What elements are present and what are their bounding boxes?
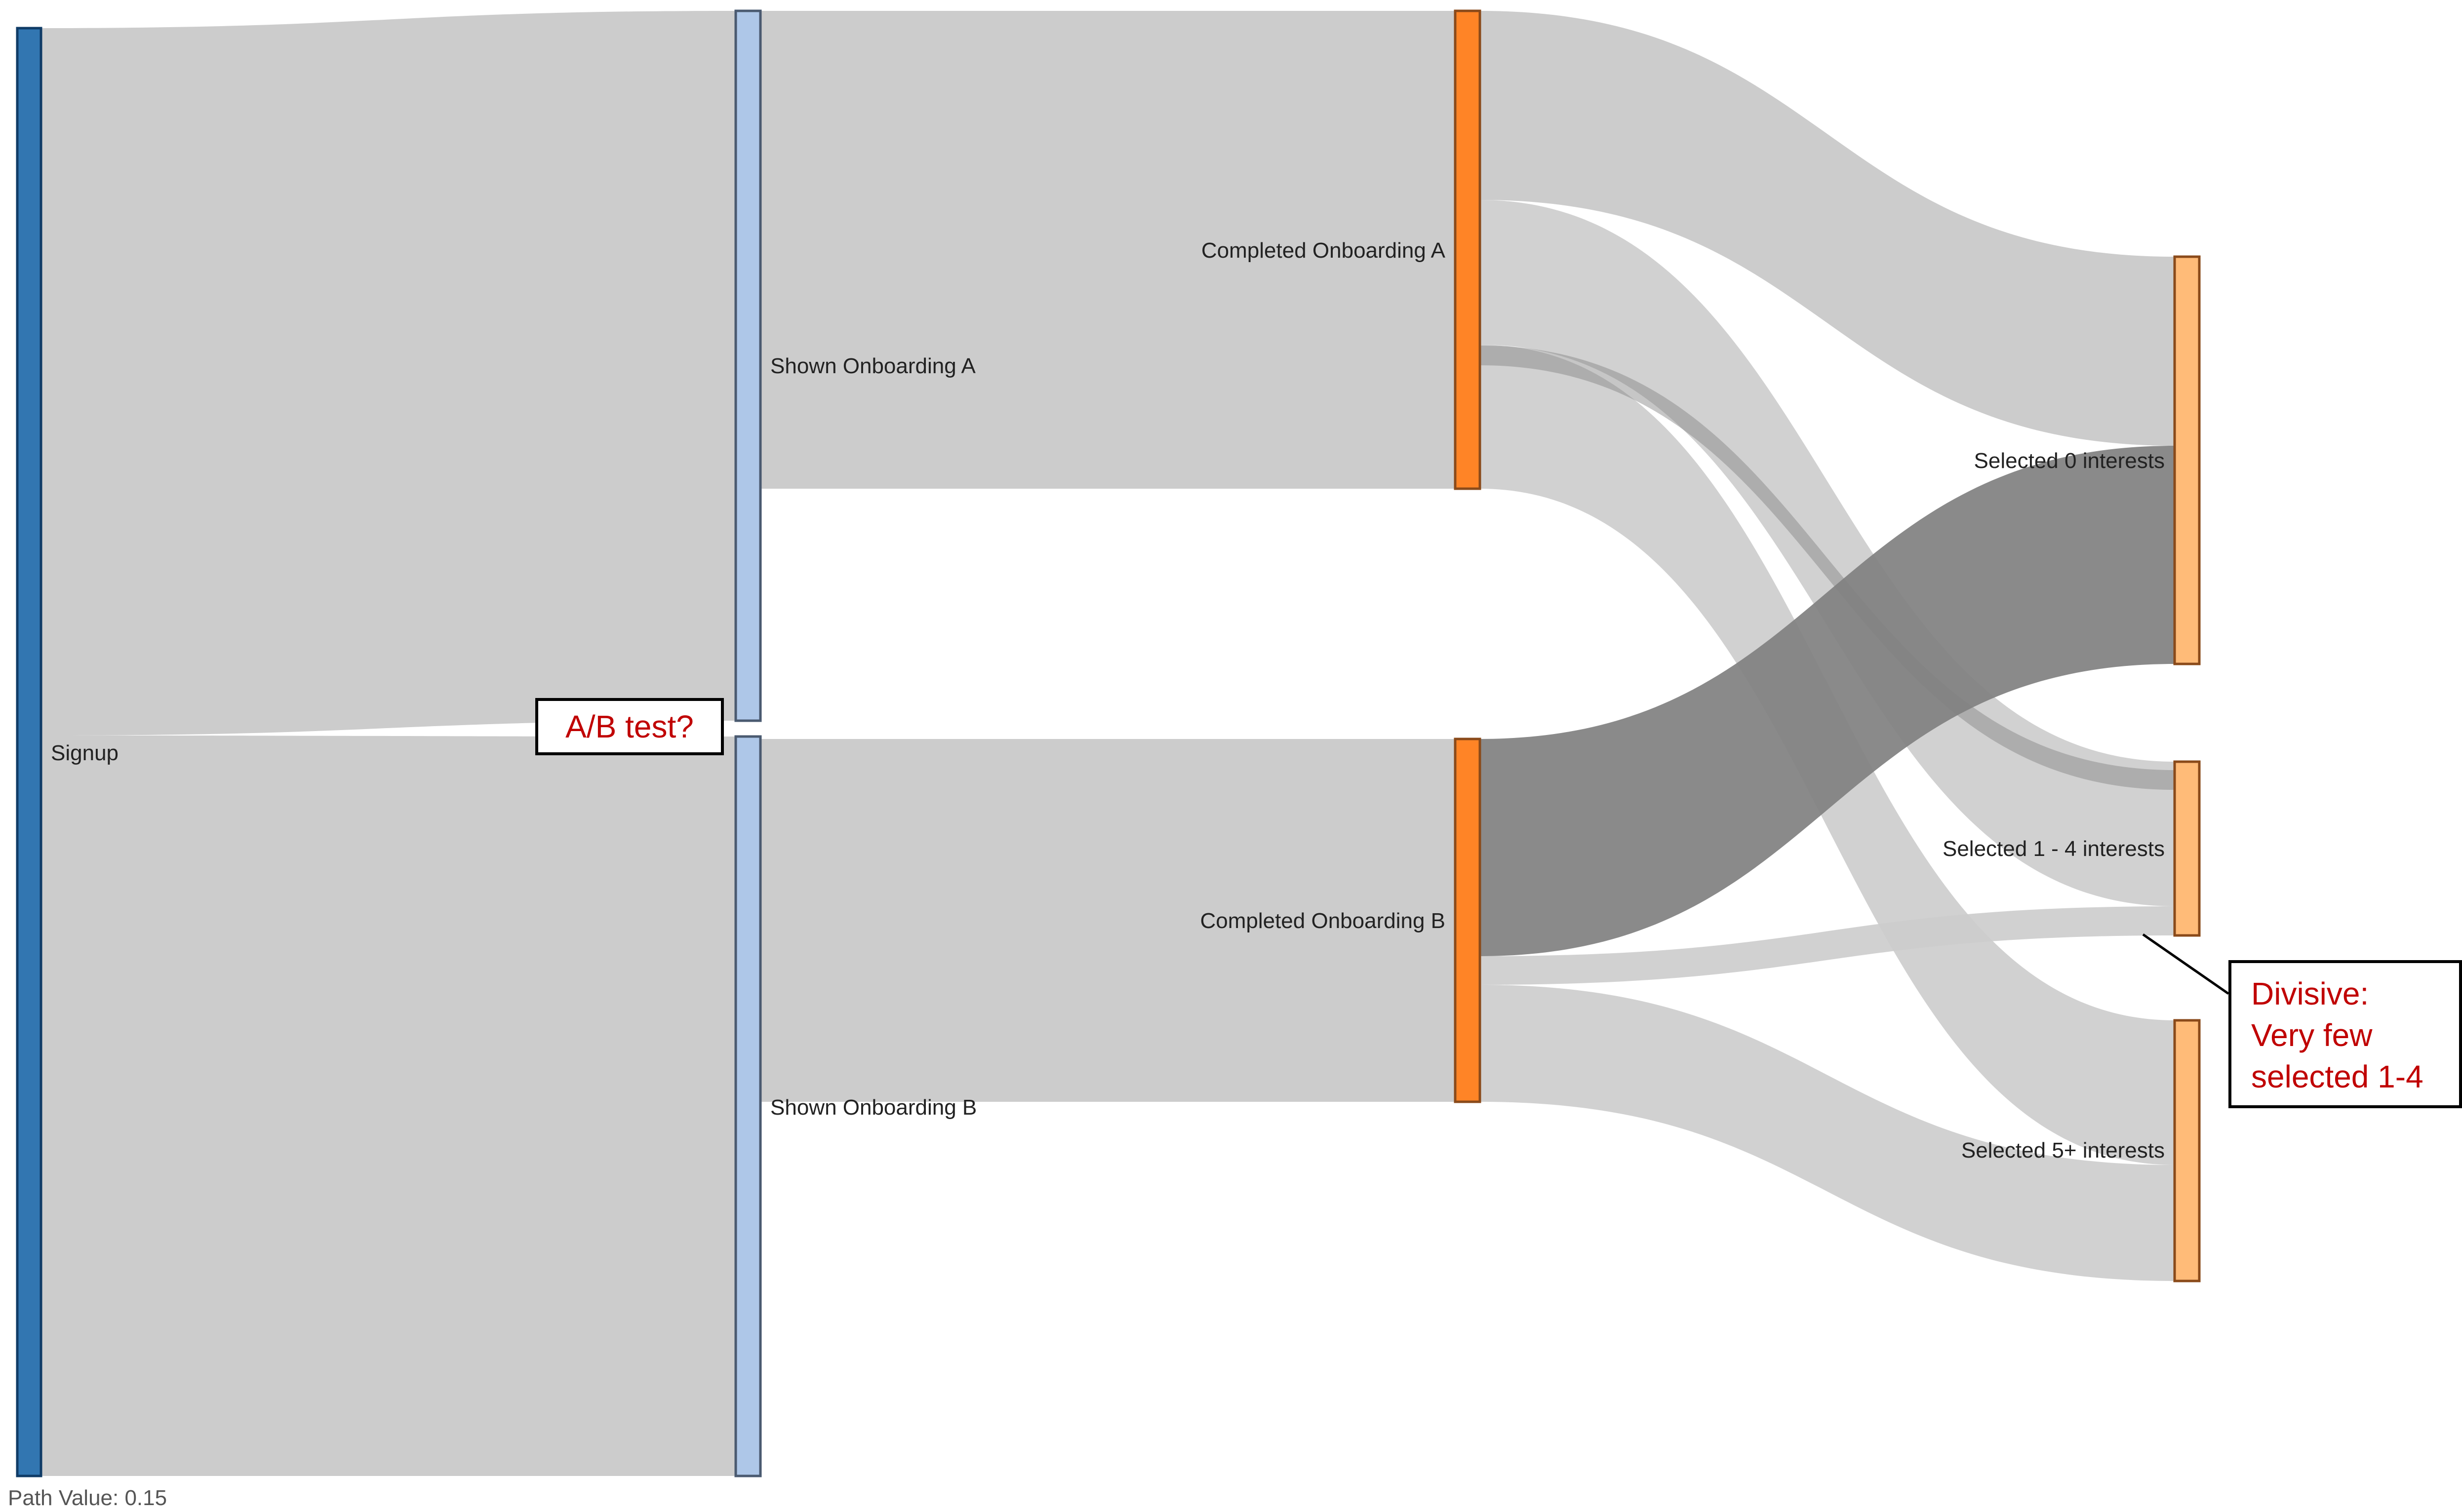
node-completed-a[interactable] <box>1454 9 1481 490</box>
label-selected-5: Selected 5+ interests <box>1961 1138 2165 1163</box>
node-shown-b[interactable] <box>734 735 762 1477</box>
label-selected-0: Selected 0 interests <box>1974 449 2165 473</box>
label-selected-1-4: Selected 1 - 4 interests <box>1943 837 2165 861</box>
link-completed-a-sel-0[interactable] <box>1480 11 2175 446</box>
node-signup[interactable] <box>16 27 42 1477</box>
node-selected-0[interactable] <box>2173 255 2201 665</box>
link-highlight-thin <box>1480 346 2175 790</box>
label-completed-b: Completed Onboarding B <box>1200 909 1445 933</box>
link-shown-a-completed-a[interactable] <box>760 11 1455 489</box>
link-completed-a-sel-1-4[interactable] <box>1480 200 2175 906</box>
link-shown-b-completed-b[interactable] <box>760 739 1455 1102</box>
label-shown-b: Shown Onboarding B <box>770 1095 977 1120</box>
label-signup: Signup <box>51 741 119 765</box>
link-signup-shown-b[interactable] <box>41 736 736 1476</box>
annotation-divisive-line3: selected 1-4 <box>2251 1059 2423 1094</box>
node-shown-a[interactable] <box>734 9 762 722</box>
node-completed-b[interactable] <box>1454 737 1481 1103</box>
annotation-divisive-line1: Divisive: <box>2251 976 2369 1011</box>
annotation-ab-test-text: A/B test? <box>565 709 694 744</box>
link-completed-b-sel-5[interactable] <box>1480 985 2175 1281</box>
label-completed-a: Completed Onboarding A <box>1201 238 1446 263</box>
link-completed-b-sel-1-4[interactable] <box>1480 906 2175 985</box>
path-value-readout: Path Value: 0.15 <box>8 1486 167 1510</box>
annotation-leader-line <box>2142 933 2229 995</box>
annotation-divisive-line2: Very few <box>2251 1017 2373 1053</box>
node-selected-5[interactable] <box>2173 1019 2201 1282</box>
annotation-divisive: Divisive: Very few selected 1-4 <box>2228 960 2462 1108</box>
label-shown-a: Shown Onboarding A <box>770 354 976 378</box>
annotation-ab-test: A/B test? <box>535 698 724 755</box>
link-signup-shown-a[interactable] <box>41 11 736 736</box>
node-selected-1-4[interactable] <box>2173 760 2201 937</box>
link-completed-b-sel-0-highlighted[interactable] <box>1480 446 2175 956</box>
